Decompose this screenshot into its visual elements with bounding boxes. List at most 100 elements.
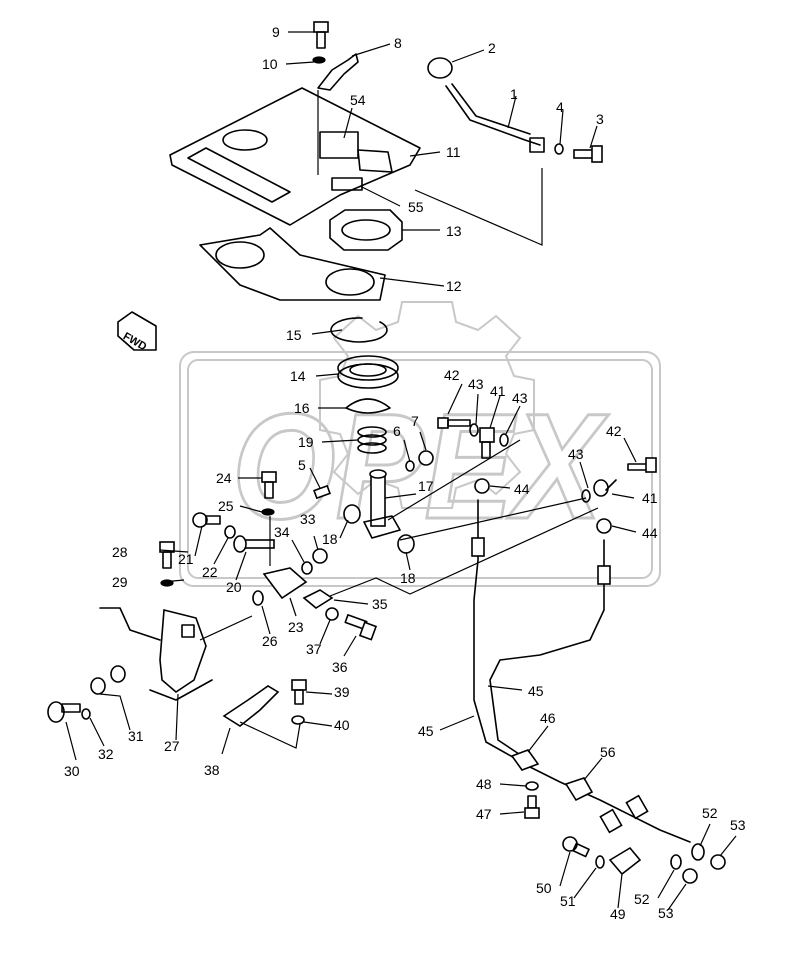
callout-46: 46 <box>540 710 556 726</box>
cover-plate <box>169 87 421 226</box>
washer-52a <box>691 843 705 861</box>
callout-30: 30 <box>64 763 80 779</box>
nut-44b <box>596 518 612 534</box>
callout-23: 23 <box>288 619 304 635</box>
bolt-50 <box>562 836 590 858</box>
washer-43c <box>581 489 591 503</box>
nut-7 <box>418 450 434 466</box>
washer-32 <box>81 708 91 720</box>
washer-4 <box>554 143 564 155</box>
boot-plate <box>199 227 386 301</box>
bolt-42b <box>627 457 657 473</box>
callout-54: 54 <box>350 92 366 108</box>
callout-42-b: 42 <box>606 423 622 439</box>
bracket-35 <box>302 589 334 609</box>
callout-49: 49 <box>610 906 626 922</box>
washer-26 <box>252 590 264 606</box>
callout-53-b: 53 <box>658 905 674 921</box>
bolt-3 <box>573 145 603 163</box>
callout-45-b: 45 <box>418 723 434 739</box>
callout-52-a: 52 <box>702 805 718 821</box>
washer-43a <box>469 423 479 437</box>
callout-8: 8 <box>394 35 402 51</box>
callout-43-a: 43 <box>468 376 484 392</box>
callout-31: 31 <box>128 728 144 744</box>
callout-36: 36 <box>332 659 348 675</box>
end-fitting <box>599 794 649 834</box>
nut-44a <box>474 478 490 494</box>
callout-35: 35 <box>372 596 388 612</box>
callout-44-a: 44 <box>514 481 530 497</box>
callout-41-a: 41 <box>490 383 506 399</box>
callout-47: 47 <box>476 806 492 822</box>
washer-51 <box>595 855 605 869</box>
pin-20 <box>233 535 275 553</box>
washer-43b <box>499 433 509 447</box>
callout-34: 34 <box>274 524 290 540</box>
callout-14: 14 <box>290 368 306 384</box>
callout-33: 33 <box>300 511 316 527</box>
dust-cover-16 <box>345 398 391 414</box>
bracket-49 <box>608 846 642 876</box>
callout-9: 9 <box>272 24 280 40</box>
watermark-text: OPEX <box>232 382 609 550</box>
callout-13: 13 <box>446 223 462 239</box>
clamp-46 <box>510 749 540 771</box>
callout-32: 32 <box>98 746 114 762</box>
callout-43-b: 43 <box>512 390 528 406</box>
washer-52b <box>670 854 682 870</box>
bracket-38 <box>222 685 280 727</box>
washer-40 <box>291 715 305 725</box>
callout-5: 5 <box>298 457 306 473</box>
bushing-31 <box>90 665 126 695</box>
callout-17: 17 <box>418 478 434 494</box>
bolt-24 <box>261 471 277 499</box>
callout-38: 38 <box>204 762 220 778</box>
callout-39: 39 <box>334 684 350 700</box>
bracket-8 <box>317 53 359 91</box>
callout-21: 21 <box>178 551 194 567</box>
washer-48 <box>525 781 539 791</box>
callout-27: 27 <box>164 738 180 754</box>
washer-10 <box>312 56 326 64</box>
bolt-47 <box>524 795 540 819</box>
cable-45 <box>471 499 691 843</box>
bolt-36 <box>344 614 378 641</box>
snap-ring-15 <box>330 317 388 343</box>
callout-53-a: 53 <box>730 817 746 833</box>
fitting-41b <box>593 479 617 497</box>
callout-26: 26 <box>262 633 278 649</box>
callout-24: 24 <box>216 470 232 486</box>
bolt-28 <box>159 541 175 569</box>
callout-18-a: 18 <box>322 531 338 547</box>
washer-22 <box>224 525 236 539</box>
nut-53b <box>682 868 698 884</box>
watermark: OPEX <box>179 301 661 587</box>
callout-40: 40 <box>334 717 350 733</box>
watermark-gear <box>319 301 535 509</box>
callout-42-a: 42 <box>444 367 460 383</box>
callout-16: 16 <box>294 400 310 416</box>
callout-15: 15 <box>286 327 302 343</box>
lever-1 <box>445 83 545 153</box>
callout-44-b: 44 <box>642 525 658 541</box>
washer-34 <box>301 561 313 575</box>
callout-43-c: 43 <box>568 446 584 462</box>
bracket-27 <box>99 607 213 701</box>
clamp-56 <box>564 777 594 802</box>
nut-33 <box>312 548 328 564</box>
seal-14 <box>337 355 399 389</box>
callout-22: 22 <box>202 564 218 580</box>
bolt-39 <box>291 679 307 705</box>
callout-37: 37 <box>306 641 322 657</box>
nut-37 <box>325 607 339 621</box>
washer-25 <box>261 508 275 516</box>
nut-53a <box>710 854 726 870</box>
callout-3: 3 <box>596 111 604 127</box>
bolt-21 <box>192 512 221 528</box>
callout-labels: 9 10 8 2 1 4 3 54 11 55 13 12 15 14 16 1… <box>64 24 746 922</box>
leader-lines <box>65 31 737 911</box>
callout-25: 25 <box>218 498 234 514</box>
callout-41-b: 41 <box>642 490 658 506</box>
